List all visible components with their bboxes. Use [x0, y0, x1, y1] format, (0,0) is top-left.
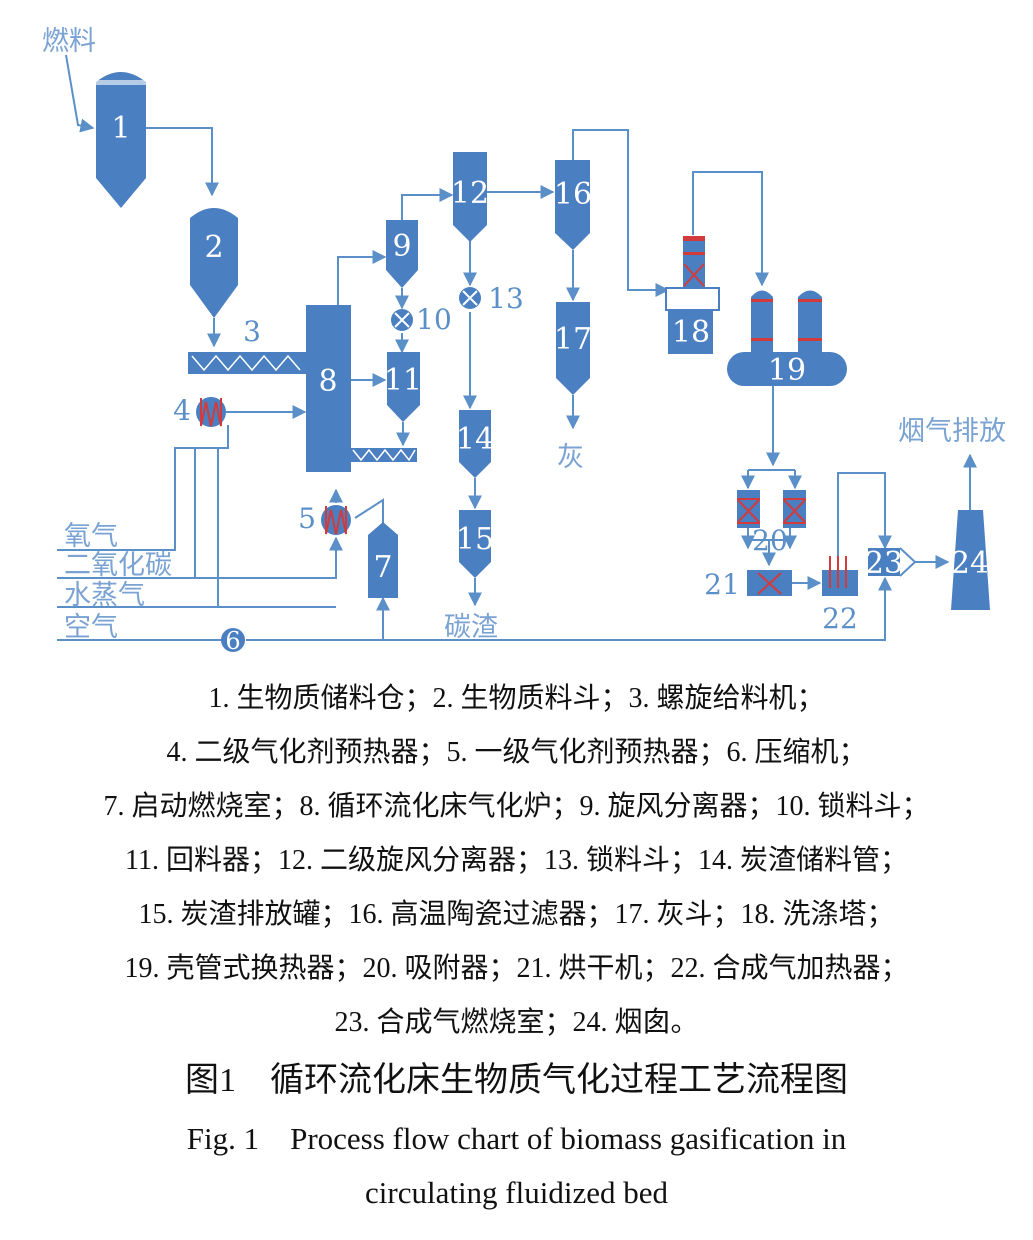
unit-label-18: 18: [672, 315, 710, 350]
unit-18-scrubber: [665, 236, 720, 354]
unit-label-16: 16: [554, 177, 592, 212]
legend-line: 1. 生物质储料仓；2. 生物质料斗；3. 螺旋给料机；: [208, 683, 825, 714]
unit-label-7: 7: [373, 550, 392, 585]
unit-3-screw-feeder: [188, 352, 306, 374]
unit-23-syngas-combustor: [868, 547, 917, 577]
unit-label-14: 14: [456, 422, 494, 457]
unit-label-4: 4: [173, 394, 191, 427]
unit-label-11: 11: [384, 363, 422, 398]
unit-label-15: 15: [456, 522, 494, 557]
unit-label-8: 8: [318, 364, 337, 399]
unit-9-cyclone-separator: [386, 220, 418, 288]
unit-label-6: 6: [225, 627, 240, 655]
unit-2-feed-hopper: [190, 208, 238, 318]
unit-4-secondary-preheater: [196, 397, 226, 427]
unit-17-ash-hopper: [556, 302, 590, 395]
stream-labels: 燃料 烟气排放 氧气 二氧化碳 水蒸气 空气 灰 碳渣: [42, 26, 1006, 643]
ash-output-label: 灰: [557, 442, 584, 473]
unit-24-chimney: [951, 510, 990, 610]
unit-label-17: 17: [554, 322, 592, 357]
unit-16-ceramic-filter: [555, 160, 590, 250]
unit-label-5: 5: [298, 502, 316, 535]
exhaust-label: 烟气排放: [898, 416, 1006, 447]
unit-label-22: 22: [822, 602, 858, 635]
unit-8-cfb-gasifier: [306, 305, 351, 472]
char-output-label: 碳渣: [444, 612, 498, 643]
process-flow-diagram: 1 2 3 4 5 6 7 8 9 10 11 12 13 14 15 16 1…: [42, 26, 1006, 655]
unit-5-primary-preheater: [321, 505, 351, 535]
unit-label-12: 12: [451, 176, 489, 211]
legend-line: 7. 启动燃烧室；8. 循环流化床气化炉；9. 旋风分离器；10. 锁料斗；: [103, 791, 930, 822]
flow-lines: [57, 54, 977, 641]
unit-14-char-storage-tube: [459, 410, 491, 478]
fuel-input-label: 燃料: [42, 26, 96, 57]
unit-label-24: 24: [951, 546, 989, 581]
legend-line: 11. 回料器；12. 二级旋风分离器；13. 锁料斗；14. 炭渣储料管；: [125, 845, 908, 876]
unit-label-2: 2: [204, 230, 223, 265]
co2-label: 二氧化碳: [64, 550, 172, 581]
unit-13-lock-hopper: [459, 287, 481, 309]
unit-11-loop-seal: [387, 352, 420, 422]
unit-label-1: 1: [111, 111, 130, 146]
unit-label-21: 21: [704, 568, 740, 601]
unit-19-shell-tube-exchanger: [727, 290, 847, 386]
air-label: 空气: [64, 612, 118, 643]
unit-15-char-discharge-tank: [459, 510, 491, 578]
unit-21-dryer: [747, 570, 792, 596]
unit-10-lock-hopper: [391, 309, 413, 331]
legend-line: 23. 合成气燃烧室；24. 烟囱。: [334, 1007, 699, 1038]
unit-label-9: 9: [392, 229, 411, 264]
unit-12-secondary-cyclone: [453, 152, 487, 242]
unit-label-23: 23: [865, 546, 903, 581]
unit-22-syngas-heater: [822, 556, 858, 596]
figure-caption-en-continued: circulating fluidized bed: [365, 1175, 668, 1210]
unit-6-compressor: [221, 628, 245, 652]
unit-label-13: 13: [488, 282, 524, 315]
unit-label-3: 3: [243, 315, 261, 348]
equipment-legend: 1. 生物质储料仓；2. 生物质料斗；3. 螺旋给料机； 4. 二级气化剂预热器…: [0, 672, 1033, 1220]
figure-caption-en: Fig. 1 Process flow chart of biomass gas…: [186, 1121, 847, 1156]
return-screw-conveyor: [351, 448, 417, 462]
legend-line: 19. 壳管式换热器；20. 吸附器；21. 烘干机；22. 合成气加热器；: [124, 953, 909, 984]
unit-1-storage-silo: [96, 72, 146, 208]
unit-label-19: 19: [768, 353, 806, 388]
legend-line: 4. 二级气化剂预热器；5. 一级气化剂预热器；6. 压缩机；: [166, 737, 867, 768]
figure-title: 图1 循环流化床生物质气化过程工艺流程图: [185, 1062, 848, 1099]
unit-label-10: 10: [416, 303, 452, 336]
unit-label-20: 20: [752, 524, 788, 557]
unit-20-adsorbers: [737, 490, 806, 528]
unit-7-startup-combustor: [368, 522, 398, 598]
steam-label: 水蒸气: [64, 580, 145, 611]
unit-number-labels: 1 2 3 4 5 6 7 8 9 10 11 12 13 14 15 16 1…: [111, 111, 989, 655]
legend-line: 15. 炭渣排放罐；16. 高温陶瓷过滤器；17. 灰斗；18. 洗涤塔；: [138, 899, 895, 930]
oxygen-label: 氧气: [64, 521, 118, 552]
